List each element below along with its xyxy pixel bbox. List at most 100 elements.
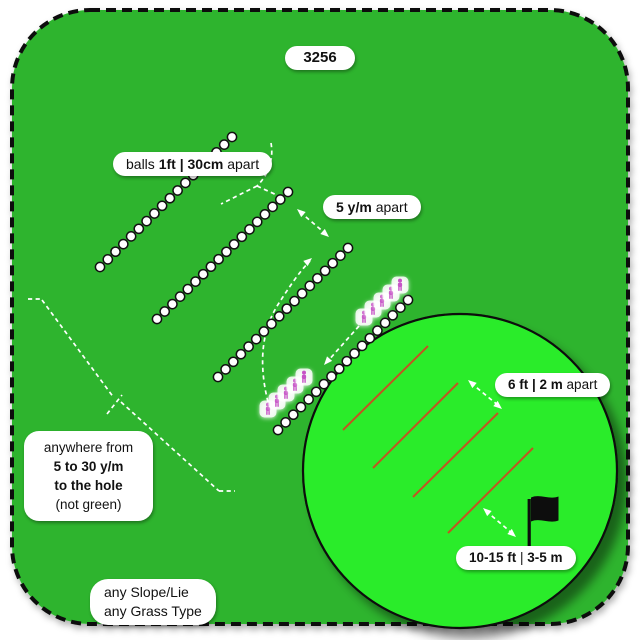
golf-ball xyxy=(258,326,270,337)
golf-ball xyxy=(218,139,230,150)
golf-ball xyxy=(213,253,224,265)
drop-zone-note: anywhere from 5 to 30 y/m to the hole (n… xyxy=(24,431,153,521)
drop-zone-line-1: anywhere from xyxy=(43,440,134,455)
golf-ball xyxy=(235,348,247,360)
golf-ball xyxy=(221,246,232,258)
golf-ball xyxy=(156,200,168,212)
golf-ball xyxy=(379,317,391,329)
golf-ball xyxy=(110,246,121,258)
row-spacing-value: 5 y/m xyxy=(336,199,372,215)
golf-ball xyxy=(402,294,414,306)
golf-ball xyxy=(282,186,294,198)
conditions-line-2: any Grass Type xyxy=(104,603,202,619)
golf-ball xyxy=(125,231,137,242)
golf-ball xyxy=(236,231,248,243)
green-line-spacing-suffix: apart xyxy=(562,377,598,392)
golf-ball xyxy=(280,417,291,428)
golf-ball xyxy=(133,223,145,235)
player-groups xyxy=(259,276,409,418)
golf-ball xyxy=(243,341,254,352)
green-practice-lines xyxy=(342,345,534,534)
golf-ball xyxy=(149,208,160,219)
golf-ball xyxy=(326,371,337,382)
golf-ball xyxy=(356,340,368,352)
hole-distance-separator: | xyxy=(516,550,528,565)
golf-ball xyxy=(273,310,285,322)
golf-ball xyxy=(212,371,224,383)
golf-ball xyxy=(244,224,255,235)
golf-ball xyxy=(205,261,217,273)
golf-ball xyxy=(159,306,171,317)
green-line-spacing-label: 6 ft | 2 m apart xyxy=(495,373,611,397)
drop-zone-line-3: to the hole xyxy=(54,478,123,493)
flag-icon xyxy=(527,496,559,546)
golf-ball xyxy=(251,216,263,228)
golf-ball xyxy=(102,254,114,265)
golf-ball xyxy=(312,273,323,284)
ball-spacing-value: 1ft | 30cm xyxy=(158,156,224,172)
golf-ball xyxy=(197,268,209,280)
ball-spacing-prefix: balls xyxy=(126,156,159,172)
golf-ball xyxy=(395,302,406,313)
golf-ball xyxy=(117,238,129,250)
conditions-line-1: any Slope/Lie xyxy=(104,584,189,600)
ball-rows xyxy=(94,131,414,436)
golf-ball xyxy=(172,185,183,196)
drop-zone-dimension-line xyxy=(28,298,235,492)
golf-ball xyxy=(372,325,383,336)
spacing-arrows xyxy=(261,206,519,540)
golf-ball xyxy=(266,318,277,330)
golf-ball xyxy=(318,378,330,390)
player-token xyxy=(391,276,409,294)
golf-ball xyxy=(333,363,345,375)
golf-ball xyxy=(174,291,186,302)
golf-ball xyxy=(364,332,376,344)
drop-zone-line-2: 5 to 30 y/m xyxy=(53,459,124,474)
golf-ball xyxy=(281,303,293,315)
golf-ball xyxy=(310,386,322,398)
green-practice-line xyxy=(447,447,534,534)
golf-ball xyxy=(259,209,271,220)
golf-ball xyxy=(226,131,238,143)
golf-ball xyxy=(167,298,178,310)
golf-ball xyxy=(304,280,316,292)
conditions-note: any Slope/Lie any Grass Type xyxy=(90,579,216,625)
golf-ball xyxy=(296,288,308,299)
hole-distance-ft: 10-15 ft xyxy=(469,550,517,565)
golf-ball xyxy=(182,283,194,295)
green-practice-line xyxy=(372,382,459,469)
golf-ball xyxy=(295,401,307,413)
golf-ball xyxy=(327,257,339,269)
golf-ball xyxy=(267,201,278,213)
ball-spacing-suffix: apart xyxy=(223,156,260,172)
drop-zone-line-4: (not green) xyxy=(55,497,122,512)
golf-ball xyxy=(319,265,331,277)
ball-spacing-label: balls 1ft | 30cm apart xyxy=(113,152,273,176)
person-icon xyxy=(302,370,306,375)
golf-ball xyxy=(164,192,176,204)
golf-ball xyxy=(289,295,300,307)
golf-ball xyxy=(94,261,106,273)
golf-ball xyxy=(335,250,346,261)
golf-ball xyxy=(303,394,314,405)
row-spacing-label: 5 y/m apart xyxy=(323,195,421,219)
row-spacing-suffix: apart xyxy=(371,199,408,215)
golf-ball xyxy=(274,194,286,205)
golf-ball xyxy=(272,424,284,436)
golf-ball xyxy=(141,215,152,227)
golf-ball xyxy=(227,356,239,368)
green-practice-line xyxy=(342,345,429,431)
drill-number-badge: 3256 xyxy=(285,46,355,70)
golf-ball xyxy=(250,333,262,345)
golf-ball xyxy=(287,409,299,421)
golf-ball xyxy=(228,238,240,250)
green-line-spacing-value: 6 ft | 2 m xyxy=(508,377,563,392)
green-practice-line xyxy=(412,412,499,498)
player-token xyxy=(295,368,313,386)
golf-ball xyxy=(220,364,231,375)
hole-distance-label: 10-15 ft | 3-5 m xyxy=(456,546,576,570)
golf-ball xyxy=(387,309,399,321)
hole-distance-m: 3-5 m xyxy=(527,550,563,565)
